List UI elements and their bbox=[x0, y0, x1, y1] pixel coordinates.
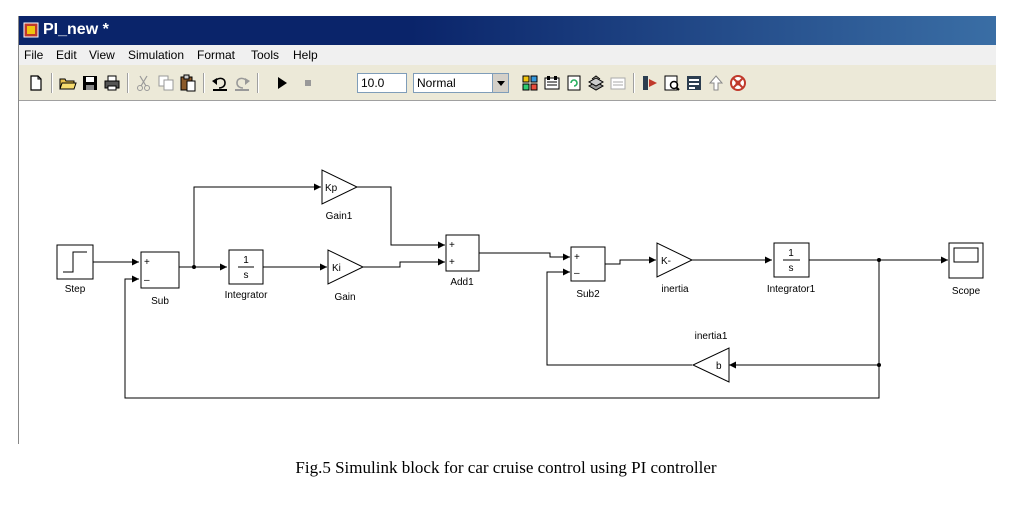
debug-run-icon[interactable] bbox=[641, 74, 659, 92]
simulation-mode-select[interactable]: Normal bbox=[413, 73, 509, 93]
inertia1-value: b bbox=[716, 361, 722, 372]
sub-minus-sign: – bbox=[144, 275, 150, 286]
simulation-mode-value: Normal bbox=[417, 76, 456, 90]
gain-value: Ki bbox=[332, 263, 341, 274]
sub2-minus-sign: – bbox=[574, 268, 580, 279]
open-folder-icon[interactable] bbox=[59, 74, 77, 92]
simulink-window: PI_new * File Edit View Simulation Forma… bbox=[18, 16, 996, 444]
window-title: PI_new * bbox=[43, 21, 109, 38]
toolbar-separator bbox=[127, 73, 129, 93]
sub2-plus-sign: + bbox=[574, 252, 580, 263]
update-diagram-icon[interactable] bbox=[565, 74, 583, 92]
menu-simulation[interactable]: Simulation bbox=[128, 48, 185, 62]
gain-block[interactable] bbox=[327, 249, 365, 285]
menu-edit[interactable]: Edit bbox=[56, 48, 77, 62]
branch-point bbox=[877, 258, 881, 262]
model-explorer-icon[interactable] bbox=[543, 74, 561, 92]
paste-icon[interactable] bbox=[179, 74, 197, 92]
integrator1-denominator: s bbox=[789, 263, 794, 274]
navigate-up-icon[interactable] bbox=[707, 74, 725, 92]
properties-icon[interactable] bbox=[685, 74, 703, 92]
signal-add1-to-sub2[interactable] bbox=[479, 252, 570, 261]
inertia-label: inertia bbox=[661, 284, 689, 295]
stop-simulation-icon[interactable] bbox=[299, 74, 317, 92]
menu-format[interactable]: Format bbox=[197, 48, 236, 62]
help-icon[interactable] bbox=[729, 74, 747, 92]
add1-plus-sign-bottom: + bbox=[449, 257, 455, 268]
start-simulation-icon[interactable] bbox=[273, 74, 291, 92]
chevron-down-icon[interactable] bbox=[492, 74, 508, 92]
gain1-block[interactable] bbox=[321, 169, 359, 205]
inertia-block[interactable] bbox=[656, 242, 694, 278]
signal-inertia1-to-sub2[interactable] bbox=[546, 268, 692, 366]
new-file-icon[interactable] bbox=[27, 74, 45, 92]
gain1-label: Gain1 bbox=[326, 211, 353, 222]
build-icon[interactable] bbox=[587, 74, 605, 92]
inertia1-label: inertia1 bbox=[695, 331, 728, 342]
add1-label: Add1 bbox=[450, 277, 474, 288]
integrator1-numerator: 1 bbox=[788, 248, 794, 259]
redo-icon[interactable] bbox=[233, 74, 251, 92]
inertia-value: K- bbox=[661, 256, 671, 267]
toolbar: 10.0 Normal bbox=[19, 65, 996, 101]
library-browser-icon[interactable] bbox=[521, 74, 539, 92]
scope-block[interactable] bbox=[948, 242, 984, 279]
sub-plus-sign: + bbox=[144, 257, 150, 268]
integrator-label: Integrator bbox=[225, 290, 268, 301]
integrator1-block[interactable] bbox=[773, 242, 810, 278]
integrator-denominator: s bbox=[244, 270, 249, 281]
integrator1-label: Integrator1 bbox=[767, 284, 816, 295]
toolbar-separator bbox=[257, 73, 259, 93]
sub2-block[interactable] bbox=[570, 246, 606, 282]
sub2-label: Sub2 bbox=[576, 289, 600, 300]
copy-icon[interactable] bbox=[157, 74, 175, 92]
branch-point bbox=[192, 265, 196, 269]
branch-point bbox=[877, 363, 881, 367]
menu-view[interactable]: View bbox=[89, 48, 115, 62]
menu-file[interactable]: File bbox=[24, 48, 44, 62]
sub-block[interactable] bbox=[140, 251, 180, 289]
inertia1-block[interactable] bbox=[691, 347, 730, 383]
title-bar[interactable]: PI_new * bbox=[19, 16, 996, 45]
gain1-value: Kp bbox=[325, 183, 338, 194]
toolbar-separator bbox=[51, 73, 53, 93]
figure-caption: Fig.5 Simulink block for car cruise cont… bbox=[295, 458, 717, 477]
menu-help[interactable]: Help bbox=[293, 48, 318, 62]
undo-icon[interactable] bbox=[211, 74, 229, 92]
add1-plus-sign-top: + bbox=[449, 240, 455, 251]
model-advisor-icon[interactable] bbox=[663, 74, 681, 92]
save-icon[interactable] bbox=[81, 74, 99, 92]
signal-branch-to-gain1[interactable] bbox=[193, 183, 321, 267]
menu-tools[interactable]: Tools bbox=[251, 48, 280, 62]
integrator-block[interactable] bbox=[228, 249, 264, 285]
cut-icon[interactable] bbox=[135, 74, 153, 92]
scope-label: Scope bbox=[952, 286, 981, 297]
step-block[interactable] bbox=[56, 244, 94, 280]
simulink-app-icon bbox=[23, 22, 39, 38]
add1-block[interactable] bbox=[445, 234, 480, 272]
signal-gain1-to-add1[interactable] bbox=[357, 186, 445, 249]
signal-sub2-to-inertia[interactable] bbox=[605, 256, 656, 265]
signal-gain-to-add1[interactable] bbox=[363, 258, 445, 268]
gain-label: Gain bbox=[334, 292, 355, 303]
model-canvas[interactable]: Step + – Sub 1 s Integrator Kp Gain1 Ki … bbox=[19, 102, 997, 444]
toolbar-separator bbox=[633, 73, 635, 93]
step-label: Step bbox=[65, 284, 86, 295]
toolbar-separator bbox=[203, 73, 205, 93]
sub-label: Sub bbox=[151, 296, 169, 307]
menu-bar: File Edit View Simulation Format Tools H… bbox=[19, 45, 996, 65]
stop-time-input[interactable]: 10.0 bbox=[357, 73, 407, 93]
print-icon[interactable] bbox=[103, 74, 121, 92]
integrator-numerator: 1 bbox=[243, 255, 249, 266]
debugger-icon[interactable] bbox=[609, 74, 627, 92]
signal-feedback-to-sub[interactable] bbox=[124, 275, 880, 399]
